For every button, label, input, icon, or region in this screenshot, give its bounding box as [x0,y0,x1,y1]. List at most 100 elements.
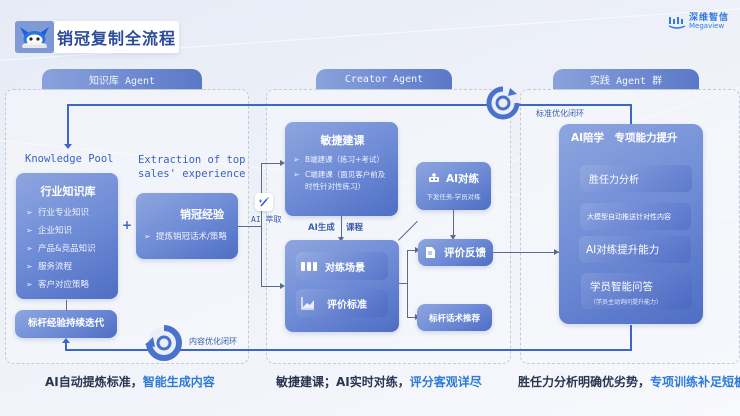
chevron-right-icon: ➢ [26,261,33,271]
connector-line [493,252,559,253]
standard-loop-line [68,104,606,106]
chevron-right-icon: ➢ [144,231,151,241]
list-item: ➢产品&竞品知识 [26,243,96,255]
industry-knowledge-card: 行业知识库 ➢行业专业知识 ➢企业知识 ➢产品&竞品知识 ➢服务流程 ➢客户对应… [16,173,118,299]
ai-practice-improve-item[interactable]: AI对练提升能力 [579,236,691,263]
connector-line [407,317,416,318]
benchmark-iterate-card: 标杆经验持续迭代 [15,310,117,338]
document-icon [426,247,435,258]
mascot-logo-icon [15,21,54,53]
ai-companion-title: AI陪学 专项能力提升 [571,132,678,144]
agile-course-title: 敏捷建课 [320,134,365,147]
arrow-head [64,144,72,149]
section-header-creator: Creator Agent [316,69,452,90]
standard-loop-line-down [67,104,69,146]
line-chart-icon [301,297,314,310]
list-item: ➢C端建课（面见客户前及时性针对性练习） [293,170,386,191]
content-loop-line-right [630,325,632,351]
arrow-head [338,237,344,242]
ai-companion-card: AI陪学 专项能力提升 [559,124,703,324]
chevron-right-icon: ➢ [293,170,300,179]
scene-criteria-card: 对练场景 评价标准 [285,240,399,332]
connector-line [261,163,281,164]
list-item: ➢B端建课（练习+考试） [293,155,384,164]
benchmark-script-recommend-card: 标杆话术推荐 [417,304,492,331]
practice-caption: 胜任力分析明确优劣势，专项训练补足短板 [518,373,740,390]
industry-knowledge-title: 行业知识库 [40,185,96,198]
connector-line [238,226,261,227]
standard-loop-label: 标准优化闭环 [536,109,584,118]
chevron-right-icon: ➢ [26,279,33,289]
section-header-practice: 实践 Agent 群 [553,69,699,90]
student-qa-item[interactable]: 学员智能问答 （学员主动询问提升能力） [581,273,692,309]
megaview-logo-icon [668,17,686,29]
ai-practice-title: AI对练 [445,173,480,185]
refresh-loop-icon [486,86,520,124]
list-item: ➢行业专业知识 [26,207,90,219]
practice-caption-text: 胜任力分析明确优劣势， [518,375,651,389]
bar-icon [301,262,317,271]
brand: 深维智信 Megaview [668,14,729,30]
refresh-loop-icon [145,325,183,365]
list-item: ➢客户对应策略 [26,279,90,291]
chevron-right-icon: ➢ [26,207,33,217]
extraction-label: Extraction of top sales' experience [138,153,245,181]
chevron-right-icon: ➢ [26,225,33,235]
knowledge-caption-highlight: 智能生成内容 [142,375,215,389]
brand-name-cn: 深维智信 [689,13,730,23]
connector-line [407,250,416,251]
magic-wand-icon [255,193,273,211]
competency-analysis-item[interactable]: 胜任力分析 [580,165,692,192]
brand-name-en: Megaview [689,22,725,30]
arrow-head [280,160,285,166]
connector-line [399,283,408,284]
extraction-label-line1: Extraction of top [138,154,246,166]
creator-caption-text: 敏捷建课；AI实时对练， [276,375,410,389]
connector-line [261,286,281,287]
content-loop-label: 内容优化闭环 [189,337,237,346]
arrow-head [450,235,456,240]
connector-line [453,210,454,238]
plus-sign: + [122,218,133,232]
section-header-knowledge: 知识库 Agent [42,69,202,90]
practice-scene-label: 对练场景 [325,262,365,274]
knowledge-caption: AI自动提炼标准，智能生成内容 [45,373,215,390]
knowledge-pool-label: Knowledge Pool [25,153,114,165]
practice-scene-item: 对练场景 [296,252,388,280]
top-sales-experience-card: 销冠经验 ➢提炼销冠话术/策略 [136,193,238,259]
standard-loop-line-join [606,104,632,106]
page-title: 销冠复制全流程 [54,21,179,53]
arrow-head [280,283,285,289]
content-loop-line [65,349,631,351]
knowledge-caption-text: AI自动提炼标准， [45,375,143,389]
connector-line [66,300,67,310]
ai-extract-label: AI 萃取 [251,215,282,224]
student-qa-label: 学员智能问答 [590,281,653,293]
connector-line [341,216,342,240]
list-item: ➢企业知识 [26,225,73,237]
auto-push-content-item[interactable]: 大模型自动推送针对性内容 [580,203,691,230]
connector-line [407,250,408,318]
ai-practice-subtitle: 下发任务-学员对练 [426,193,481,201]
content-loop-line-up [65,341,67,351]
extraction-label-line2: sales' experience [138,168,246,180]
creator-caption-highlight: 评分客观详尽 [409,375,482,389]
course-label: 课程 [346,223,364,233]
arrow-head [62,338,70,343]
evaluation-criteria-label: 评价标准 [327,299,367,311]
chevron-right-icon: ➢ [26,243,33,253]
connector-line [261,163,262,287]
evaluation-criteria-item: 评价标准 [296,289,388,317]
arrow-head [554,249,559,255]
ai-practice-card: AI对练 下发任务-学员对练 [416,162,491,210]
evaluation-feedback-card: 评价反馈 [418,239,493,266]
student-qa-subtitle: （学员主动询问提升能力） [590,299,663,306]
practice-caption-highlight: 专项训练补足短板 [650,375,740,389]
robot-icon [428,173,439,182]
list-item: ➢服务流程 [26,261,73,273]
mascot-logo [15,21,54,53]
top-sales-experience-title: 销冠经验 [180,208,224,221]
ai-generate-label: AI生成 [308,223,335,233]
arrow-head [415,247,420,253]
creator-caption: 敏捷建课；AI实时对练，评分客观详尽 [276,373,482,390]
